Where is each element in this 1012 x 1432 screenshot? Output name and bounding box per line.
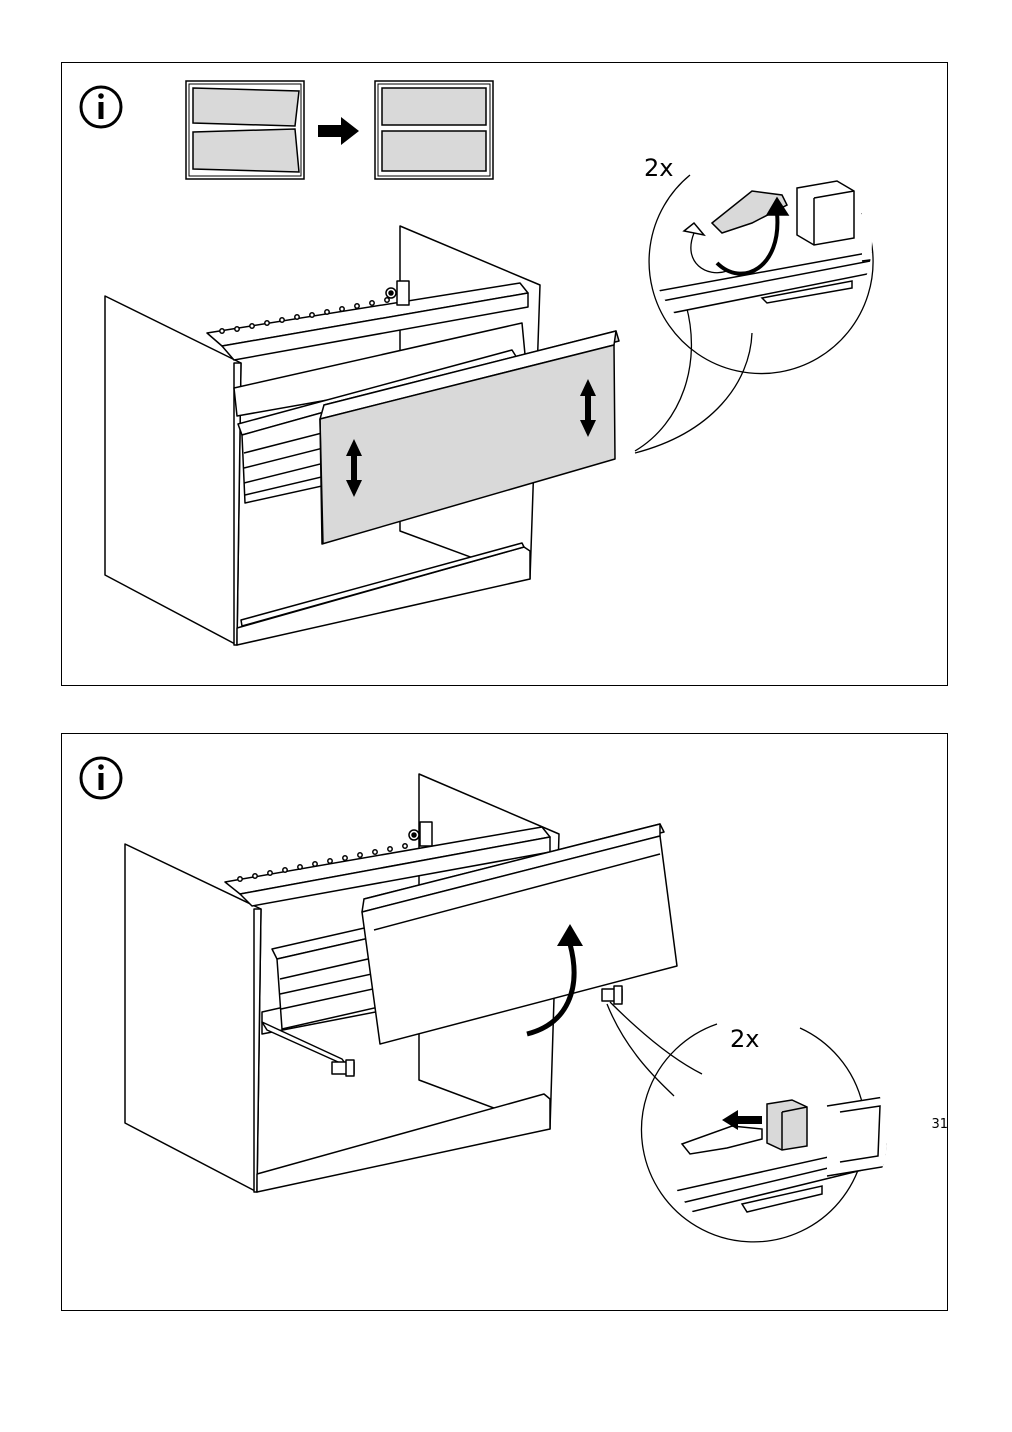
panel-top-drawing: 2x bbox=[79, 80, 874, 646]
instruction-panel-bottom: 2x bbox=[61, 733, 948, 1311]
page-number: 31 bbox=[931, 1117, 948, 1132]
detail-callout bbox=[606, 1001, 867, 1243]
info-icon bbox=[79, 756, 123, 800]
cabinet-illustration bbox=[104, 225, 620, 646]
aligned-fronts-diagram bbox=[374, 80, 494, 180]
callout-count-label: 2x bbox=[644, 154, 673, 182]
clip-detail bbox=[663, 1095, 887, 1220]
panel-bottom-drawing: 2x bbox=[79, 756, 887, 1243]
up-down-arrow-icon bbox=[346, 439, 362, 497]
clip-detail bbox=[648, 174, 872, 319]
instruction-panel-top: 2x bbox=[61, 62, 948, 686]
rotate-up-arrow-icon bbox=[526, 924, 583, 1037]
cabinet-illustration bbox=[124, 773, 678, 1193]
misaligned-fronts-diagram bbox=[185, 80, 305, 180]
callout-count-label: 2x bbox=[730, 1025, 759, 1053]
slide-clip bbox=[331, 1059, 355, 1077]
info-icon bbox=[79, 85, 123, 129]
detail-callout bbox=[634, 174, 874, 454]
up-down-arrow-icon bbox=[580, 379, 596, 437]
arrow-right-icon bbox=[318, 117, 359, 145]
